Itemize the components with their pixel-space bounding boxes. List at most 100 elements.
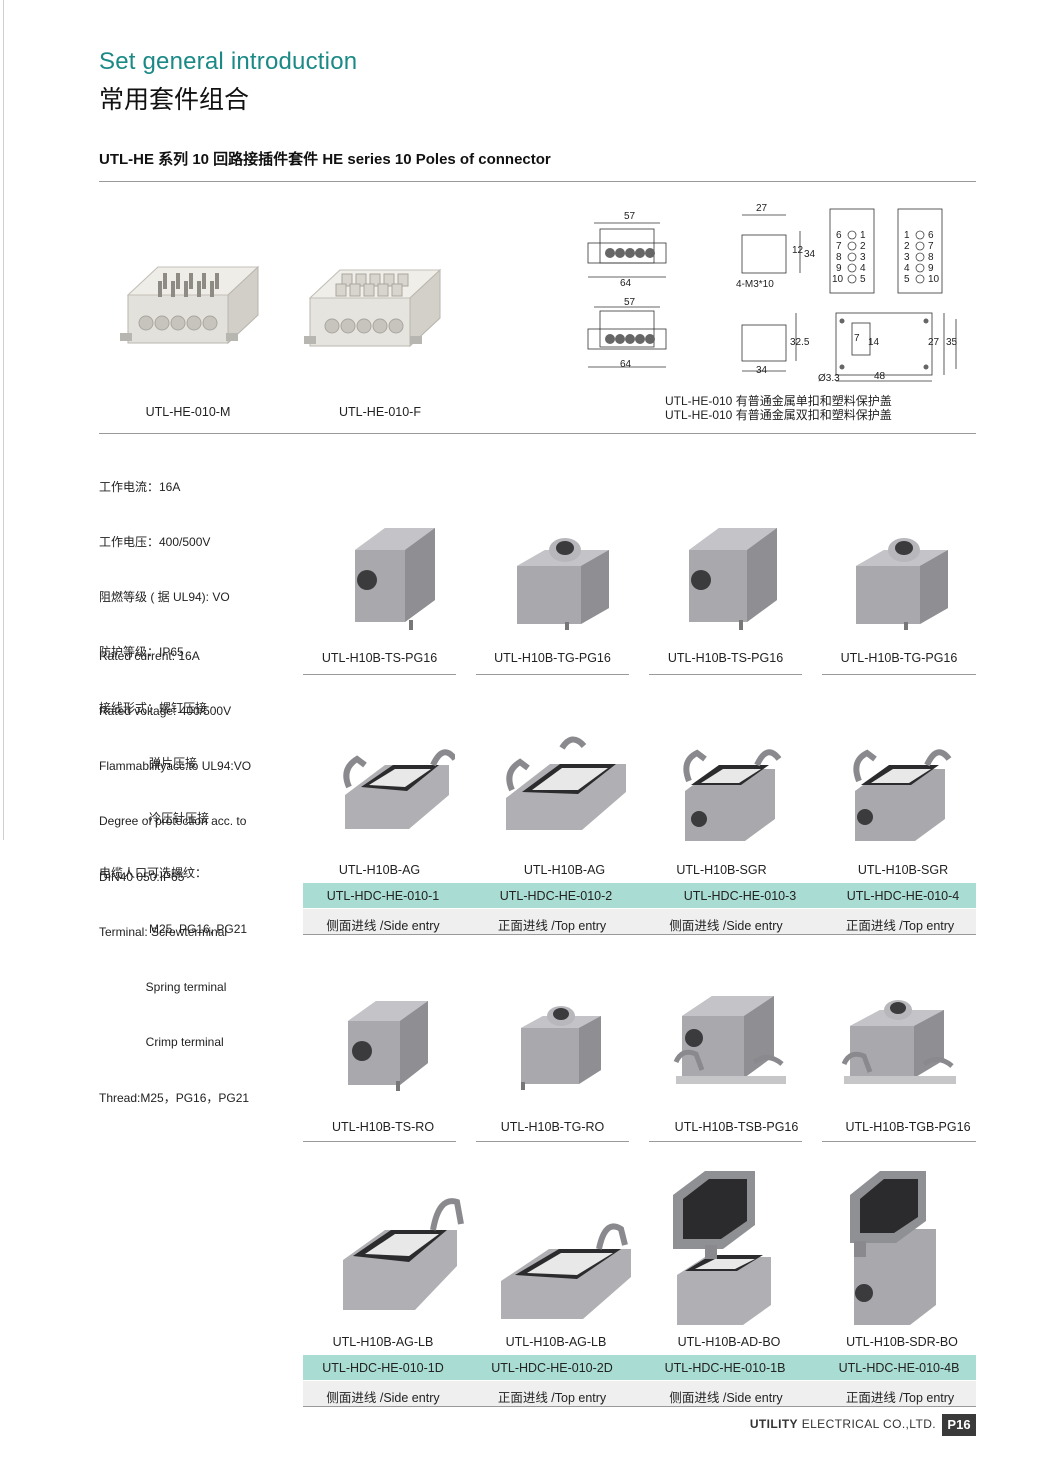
spec-zh-line: 工作电压：400/500V: [99, 535, 211, 550]
dim-27: 27: [756, 203, 768, 214]
male-insert-image: [120, 265, 260, 345]
entry-row: [303, 1381, 976, 1406]
row3-label: UTL-H10B-TS-RO: [331, 1120, 435, 1134]
row2-label: UTL-H10B-AG: [523, 863, 606, 877]
hood-top-entry-image: [521, 1006, 601, 1090]
drawing-divider: [99, 433, 976, 434]
section-title-en: Set general introduction: [99, 48, 358, 75]
row4-label: UTL-H10B-AG-LB: [332, 1335, 434, 1349]
set-code: UTL-HDC-HE-010-1: [326, 889, 440, 903]
company-suffix: ELECTRICAL CO.,LTD.: [797, 1417, 936, 1431]
page-number: P16: [942, 1414, 976, 1436]
row3-underline: [649, 1141, 802, 1142]
header-divider: [99, 181, 976, 182]
spec-zh-line: 弹片压接: [99, 755, 198, 770]
spec-en-line: DIN40 050:IP65: [99, 869, 185, 884]
base-side-entry-image: [343, 749, 455, 829]
row1-underline: [649, 674, 802, 675]
spec-zh-line: 冷压针压接: [99, 811, 210, 826]
row2-label: UTL-H10B-SGR: [857, 863, 949, 877]
pin-3: 3: [860, 252, 866, 263]
row3-label: UTL-H10B-TG-RO: [500, 1120, 605, 1134]
pin-r-1: 1: [904, 230, 910, 241]
row4-label: UTL-H10B-AD-BO: [677, 1335, 781, 1349]
pin-5: 5: [860, 274, 866, 285]
pin-2: 2: [860, 241, 866, 252]
row1-underline: [303, 674, 456, 675]
entry-type: 正面进线 /Top entry: [497, 919, 607, 933]
row4-label: UTL-H10B-SDR-BO: [846, 1335, 958, 1349]
spec-en-line: Rated voltage: 400/500V: [99, 704, 232, 719]
set-code: UTL-HDC-HE-010-3: [683, 889, 797, 903]
hood-top-entry-image: [856, 538, 948, 630]
row4-label: UTL-H10B-AG-LB: [505, 1335, 607, 1349]
specs-zh: 工作电流：16A 工作电压：400/500V 阻燃等级 ( 据 UL94): V…: [99, 441, 247, 956]
dim-dia: Ø3.3: [818, 373, 840, 384]
row1-label: UTL-H10B-TS-PG16: [321, 651, 438, 665]
entry-row: [303, 909, 976, 934]
spec-en-line: Rated current: 16A: [99, 648, 200, 663]
pin-r-8: 8: [928, 252, 934, 263]
row1-label: UTL-H10B-TS-PG16: [667, 651, 784, 665]
pin-r-2: 2: [904, 241, 910, 252]
dim-34-b: 34: [756, 365, 768, 376]
pin-10: 10: [832, 274, 844, 285]
hood-side-entry-image: [348, 1001, 428, 1091]
spec-en-line: Degree of protection acc. to: [99, 814, 247, 829]
base-top-entry-image: [506, 736, 626, 830]
pin-r-6: 6: [928, 230, 934, 241]
dim-7: 7: [854, 333, 860, 344]
row1-label: UTL-H10B-TG-PG16: [840, 651, 958, 665]
spec-zh-line: 工作电流：16A: [99, 479, 181, 494]
series-subtitle: UTL-HE 系列 10 回路接插件套件 HE series 10 Poles …: [99, 151, 551, 168]
dimension-drawing: 57 64 57 64 27 12 34 4-M3*10 32.5 34 48 …: [587, 203, 958, 384]
dim-64: 64: [620, 278, 632, 289]
row3-label: UTL-H10B-TSB-PG16: [674, 1120, 799, 1134]
row4-divider: [303, 1406, 976, 1407]
pin-4: 4: [860, 263, 866, 274]
pin-r-4: 4: [904, 263, 910, 274]
base-side-entry-image: [683, 749, 782, 841]
row2-divider: [303, 934, 976, 935]
set-code: UTL-HDC-HE-010-2: [499, 889, 613, 903]
dim-14: 14: [868, 337, 880, 348]
spec-zh-line: 防护等级：IP65: [99, 645, 184, 660]
drawing-caption-1: UTL-HE-010 有普通金属单扣和塑料保护盖: [665, 394, 892, 408]
drawing-caption-2: UTL-HE-010 有普通金属双扣和塑料保护盖: [665, 408, 892, 422]
spec-zh-line: 电缆人口可选螺纹：: [99, 866, 208, 881]
pin-6: 6: [836, 230, 842, 241]
entry-type: 正面进线 /Top entry: [845, 919, 955, 933]
page-edge-rule: [3, 0, 4, 840]
entry-type: 正面进线 /Top entry: [497, 1391, 607, 1405]
spec-zh-line: 接线形式：螺钉压接: [99, 700, 208, 715]
row2-label: UTL-H10B-SGR: [676, 863, 767, 877]
pin-r-7: 7: [928, 241, 934, 252]
set-code-row: [303, 1355, 976, 1380]
dim-screw: 4-M3*10: [736, 279, 774, 290]
row1-underline: [822, 674, 976, 675]
row2-label: UTL-H10B-AG: [338, 863, 421, 877]
set-code: UTL-HDC-HE-010-4B: [838, 1361, 960, 1375]
spec-en-line: Flammabilityacc.to UL94:VO: [99, 759, 252, 774]
spec-zh-line: M25, PG16, PG21: [99, 921, 248, 936]
base-cover-side-entry-image: [673, 1171, 771, 1325]
pin-r-5: 5: [904, 274, 910, 285]
spec-en-line: Thread:M25，PG16，PG21: [99, 1090, 250, 1105]
row3-label: UTL-H10B-TGB-PG16: [845, 1120, 971, 1134]
insert-label-male: UTL-HE-010-M: [145, 405, 231, 419]
row3-underline: [822, 1141, 976, 1142]
pin-7: 7: [836, 241, 842, 252]
female-insert-image: [304, 268, 442, 348]
hood-side-entry-bracket-image: [673, 996, 786, 1084]
pin-r-10: 10: [928, 274, 940, 285]
dim-27-b: 27: [928, 337, 940, 348]
pin-1: 1: [860, 230, 866, 241]
base-cover-top-entry-image: [850, 1171, 936, 1325]
hood-top-entry-image: [517, 538, 609, 630]
specs-en: Rated current: 16A Rated voltage: 400/50…: [99, 610, 251, 1125]
row3-underline: [476, 1141, 629, 1142]
dim-34: 34: [804, 249, 816, 260]
dim-64-b: 64: [620, 359, 632, 370]
set-code-row: [303, 883, 976, 908]
spec-en-line: Crimp terminal: [99, 1035, 224, 1050]
